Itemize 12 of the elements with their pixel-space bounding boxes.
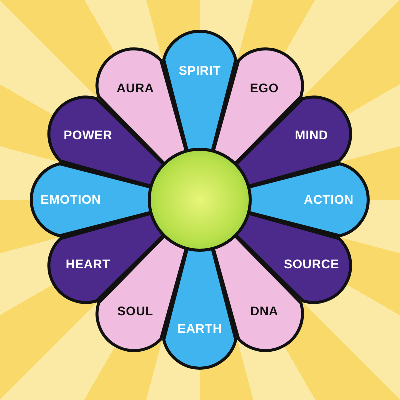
petal-label: SOUL xyxy=(116,304,154,319)
petal-label: DNA xyxy=(250,304,280,319)
petal-label: HEART xyxy=(65,258,112,272)
petal-label: ACTION xyxy=(303,193,355,207)
petal-label: EARTH xyxy=(176,322,224,336)
petal-label: POWER xyxy=(62,128,114,142)
petal-label: SPIRIT xyxy=(178,64,222,78)
petal-label: AURA xyxy=(116,81,156,96)
petal-label: EGO xyxy=(249,81,280,96)
petal-label: EMOTION xyxy=(40,193,102,207)
petal-label: MIND xyxy=(294,128,330,142)
petal-label: SOURCE xyxy=(283,258,340,272)
